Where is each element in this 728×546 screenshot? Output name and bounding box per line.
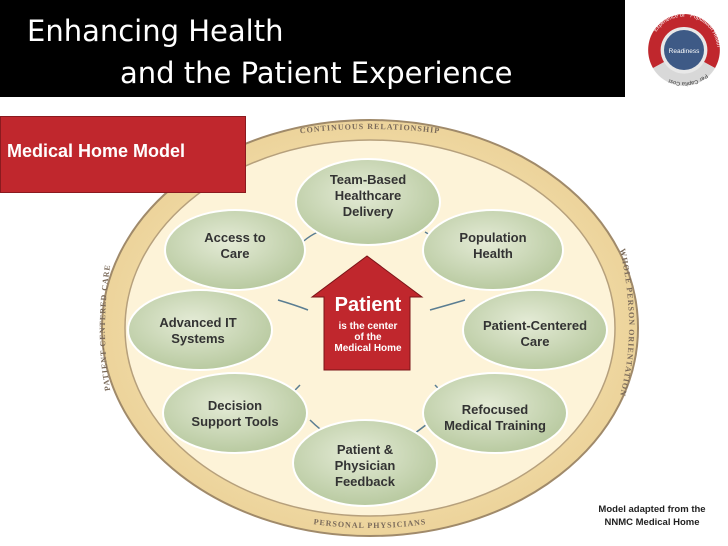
label-team-line3: Delivery (342, 204, 394, 219)
header-bar: Enhancing Health and the Patient Experie… (0, 0, 625, 97)
section-tag-label: Medical Home Model (7, 141, 186, 161)
section-tag: Medical Home Model (0, 116, 246, 193)
label-population-health: Population Health (433, 230, 553, 262)
patient-subtitle-2: of the (354, 332, 382, 343)
ring-label-bottom: PERSONAL PHYSICIANS (313, 517, 427, 530)
label-population-line2: Health (473, 246, 513, 261)
label-advanced-it-line1: Advanced IT (159, 315, 237, 330)
label-feedback-line1: Patient & (336, 442, 394, 457)
label-patient-centered-line1: Patient-Centered (482, 318, 588, 333)
node-advanced-it (127, 289, 273, 371)
label-patient-centered-line2: Care (520, 334, 550, 349)
credit-line-2: NNMC Medical Home (604, 517, 700, 528)
label-feedback-line3: Feedback (335, 474, 395, 489)
node-refocused (422, 372, 568, 454)
patient-center-label: Patient is the center of the Medical Hom… (318, 293, 418, 354)
logo-center-label: Readiness (669, 48, 700, 55)
node-feedback (292, 419, 438, 507)
node-population-health (422, 209, 564, 291)
label-team-line1: Team-Based (329, 172, 407, 187)
label-feedback: Patient & Physician Feedback (305, 442, 425, 490)
title-line-1: Enhancing Health (27, 14, 284, 48)
credit-note: Model adapted from the NNMC Medical Home (582, 503, 722, 529)
label-patient-centered: Patient-Centered Care (465, 318, 605, 350)
title-line-2: and the Patient Experience (120, 56, 513, 90)
label-advanced-it-line2: Systems (171, 331, 225, 346)
patient-subtitle-1: is the center (338, 321, 398, 332)
label-access-to-care: Access to Care (175, 230, 295, 262)
label-advanced-it: Advanced IT Systems (138, 315, 258, 347)
ring-label-left: PATIENT-CENTERED CARE (98, 264, 112, 392)
label-access-line1: Access to (204, 230, 266, 245)
label-population-line1: Population (459, 230, 527, 245)
label-feedback-line2: Physician (334, 458, 396, 473)
arrow-patient-centered (429, 299, 466, 311)
label-team-line2: Healthcare (334, 188, 402, 203)
node-decision-support (162, 372, 308, 454)
node-access-to-care (164, 209, 306, 291)
patient-title: Patient (334, 294, 402, 316)
triple-aim-logo: Readiness Experience of CarePopulation H… (648, 13, 721, 86)
label-decision-support: Decision Support Tools (170, 398, 300, 430)
label-refocused-line2: Medical Training (444, 418, 546, 433)
node-team-based (295, 158, 441, 246)
label-refocused-line1: Refocused (461, 402, 529, 417)
node-patient-centered (462, 289, 608, 371)
patient-subtitle-3: Medical Home (334, 343, 402, 354)
ring-label-top: CONTINUOUS RELATIONSHIP (299, 122, 440, 135)
arrow-advanced-it (277, 299, 309, 311)
patient-house-shape (310, 255, 424, 371)
label-team-based: Team-Based Healthcare Delivery (308, 172, 428, 220)
label-access-line2: Care (220, 246, 250, 261)
label-decision-line2: Support Tools (191, 414, 279, 429)
label-refocused: Refocused Medical Training (428, 402, 562, 434)
label-decision-line1: Decision (207, 398, 263, 413)
credit-line-1: Model adapted from the (598, 504, 706, 515)
